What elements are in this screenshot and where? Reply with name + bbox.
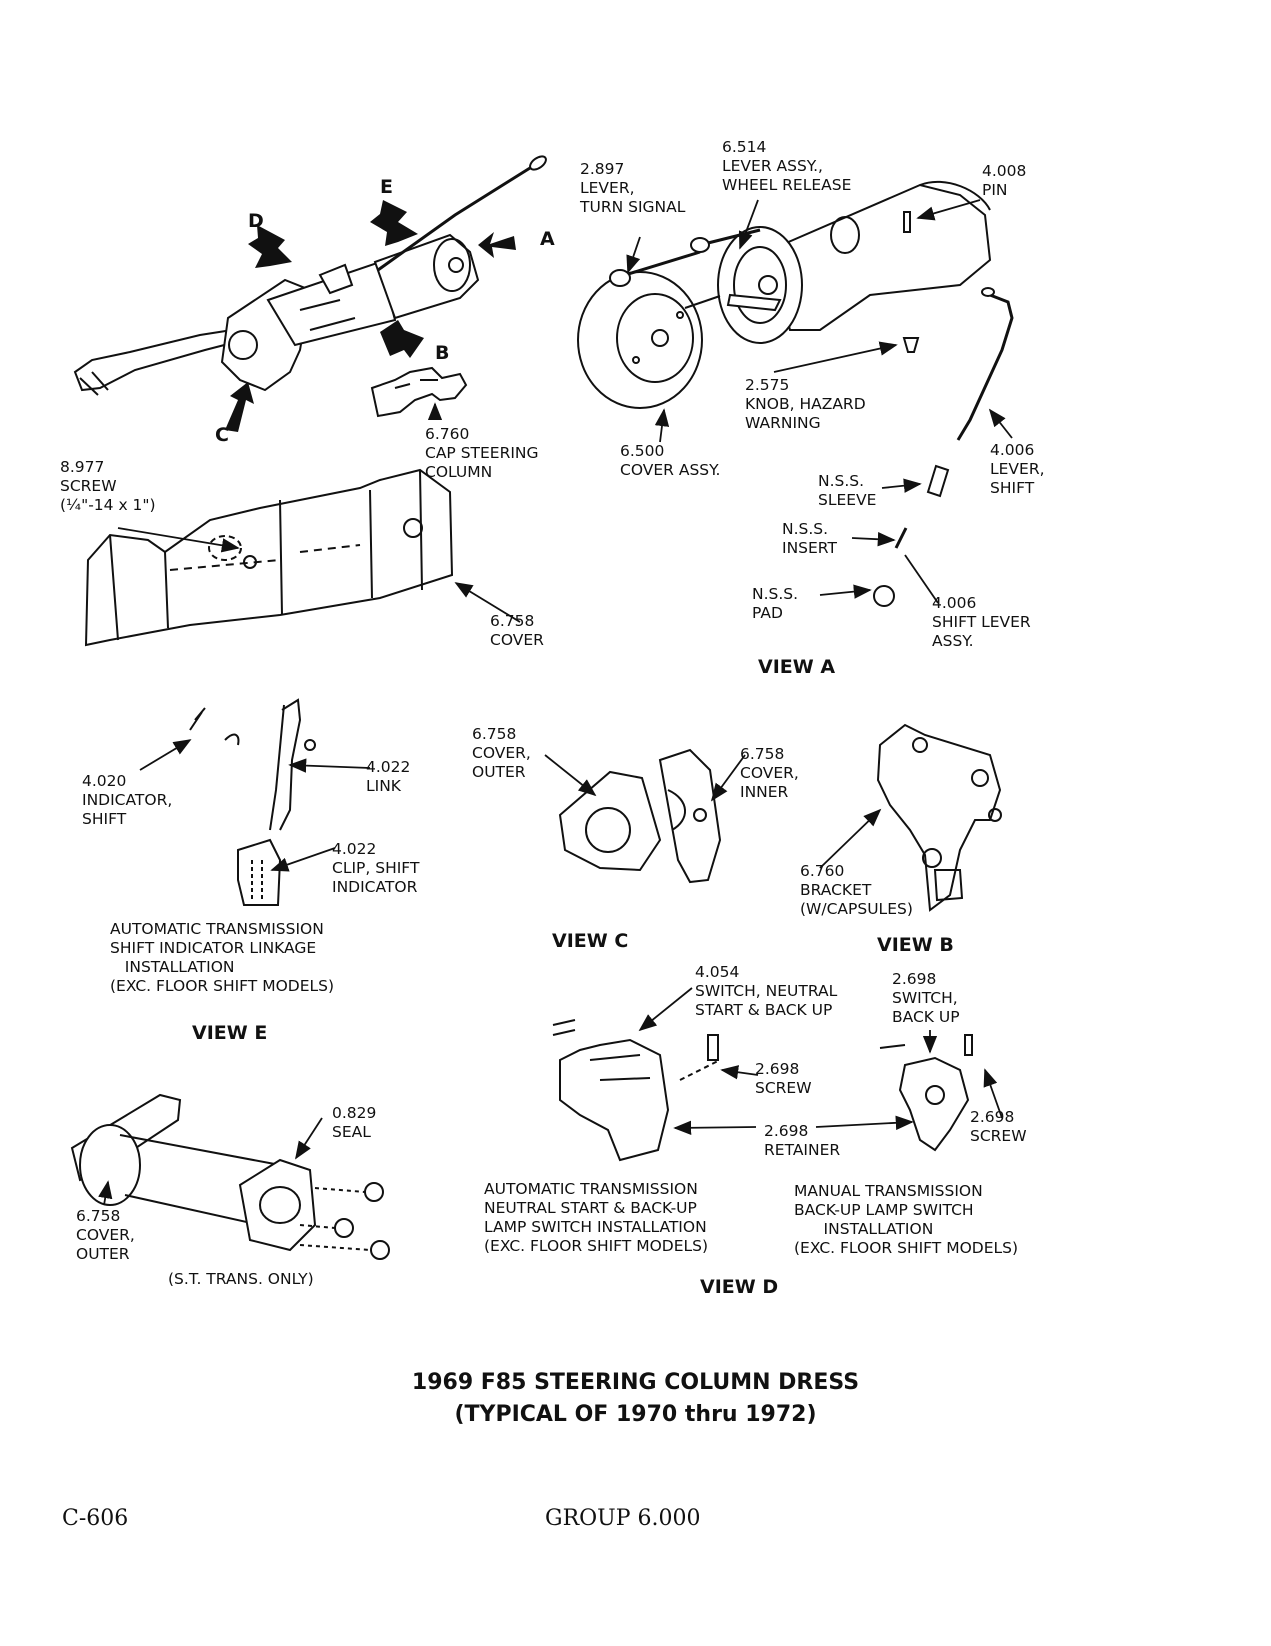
label-clip-text: CLIP, SHIFT INDICATOR <box>332 859 420 896</box>
label-screw-number: 8.977 <box>60 458 105 476</box>
label-backup-screw-text: SCREW <box>970 1127 1027 1145</box>
view-d-auto-switch <box>552 1019 721 1162</box>
label-seal-text: SEAL <box>332 1123 371 1141</box>
label-pin-text: PIN <box>982 181 1008 199</box>
label-cover-number: 6.758 <box>490 612 535 630</box>
label-turn-signal-text: LEVER, TURN SIGNAL <box>580 179 686 216</box>
label-indicator-number: 4.020 <box>82 772 127 790</box>
label-link-text: LINK <box>366 777 401 795</box>
label-clip-number: 4.022 <box>332 840 377 858</box>
group-number: GROUP 6.000 <box>545 1506 701 1531</box>
label-backup-switch-text: SWITCH, BACK UP <box>892 989 960 1026</box>
label-seal-number: 0.829 <box>332 1104 377 1122</box>
label-seal-outer-cover-text: COVER, OUTER <box>76 1226 135 1263</box>
steering-column-assembly <box>73 155 547 396</box>
label-sleeve-nss: N.S.S. <box>818 472 865 490</box>
label-screw-text: SCREW (¼"-14 x 1") <box>60 477 156 514</box>
lower-cover-panel <box>84 468 454 647</box>
label-neutral-switch-text: SWITCH, NEUTRAL START & BACK UP <box>695 982 838 1019</box>
label-shift-lever-number: 4.006 <box>990 441 1035 459</box>
label-d-screw-text: SCREW <box>755 1079 812 1097</box>
caption-view-c: VIEW C <box>552 930 629 952</box>
caption-auto-switch-installation: AUTOMATIC TRANSMISSION NEUTRAL START & B… <box>484 1180 709 1255</box>
label-inner-cover-number: 6.758 <box>740 745 785 763</box>
leader-lines <box>98 199 1013 1206</box>
label-cap-text: CAP STEERING COLUMN <box>425 444 539 481</box>
label-outer-cover-number: 6.758 <box>472 725 517 743</box>
label-indicator-text: INDICATOR, SHIFT <box>82 791 173 828</box>
label-insert-text: INSERT <box>782 539 837 557</box>
view-letter-b: B <box>435 342 450 364</box>
label-sleeve-text: SLEEVE <box>818 491 877 509</box>
diagram-title-line2: (TYPICAL OF 1970 thru 1972) <box>454 1402 817 1427</box>
label-insert-nss: N.S.S. <box>782 520 829 538</box>
caption-view-d: VIEW D <box>700 1276 779 1298</box>
label-wheel-release-text: LEVER ASSY., WHEEL RELEASE <box>722 157 852 194</box>
label-bracket-number: 6.760 <box>800 862 845 880</box>
view-letter-c: C <box>215 424 229 446</box>
label-pin-number: 4.008 <box>982 162 1027 180</box>
caption-view-e-description: AUTOMATIC TRANSMISSION SHIFT INDICATOR L… <box>110 920 335 995</box>
label-wheel-release-number: 6.514 <box>722 138 767 156</box>
view-b-bracket <box>876 723 1002 912</box>
label-cover-assy-text: COVER ASSY. <box>620 461 721 479</box>
view-d-manual-switch <box>879 1034 973 1152</box>
page-code: C-606 <box>62 1506 129 1531</box>
label-bracket-text: BRACKET (W/CAPSULES) <box>800 881 913 918</box>
label-turn-signal-number: 2.897 <box>580 160 625 178</box>
label-link-number: 4.022 <box>366 758 411 776</box>
seal-view-assembly <box>70 1093 390 1260</box>
label-backup-switch-number: 2.698 <box>892 970 937 988</box>
caption-manual-switch-installation: MANUAL TRANSMISSION BACK-UP LAMP SWITCH … <box>794 1182 1019 1257</box>
caption-view-b: VIEW B <box>877 934 954 956</box>
view-letter-e: E <box>380 176 393 198</box>
label-retainer-number: 2.698 <box>764 1122 809 1140</box>
view-letter-d: D <box>248 210 264 232</box>
view-c-covers <box>558 748 722 884</box>
label-backup-screw-number: 2.698 <box>970 1108 1015 1126</box>
caption-view-e: VIEW E <box>192 1022 268 1044</box>
label-pad-text: PAD <box>752 604 783 622</box>
view-letter-a: A <box>540 228 555 250</box>
label-outer-cover-text: COVER, OUTER <box>472 744 531 781</box>
label-cover-assy-number: 6.500 <box>620 442 665 460</box>
label-retainer-text: RETAINER <box>764 1141 841 1159</box>
label-pad-nss: N.S.S. <box>752 585 799 603</box>
steering-cap-part <box>370 366 468 418</box>
label-cap-number: 6.760 <box>425 425 470 443</box>
label-neutral-switch-number: 4.054 <box>695 963 740 981</box>
caption-st-trans-only: (S.T. TRANS. ONLY) <box>168 1270 314 1288</box>
label-shift-lever-assy-number: 4.006 <box>932 594 977 612</box>
view-e-linkage <box>189 698 316 906</box>
label-shift-lever-assy-text: SHIFT LEVER ASSY. <box>932 613 1031 650</box>
label-cover-text: COVER <box>490 631 544 649</box>
diagram-title-line1: 1969 F85 STEERING COLUMN DRESS <box>411 1370 860 1395</box>
label-shift-lever-text: LEVER, SHIFT <box>990 460 1045 497</box>
caption-view-a: VIEW A <box>758 656 836 678</box>
view-a-column-assembly <box>577 180 1014 607</box>
view-arrows <box>225 200 516 432</box>
label-seal-outer-cover-number: 6.758 <box>76 1207 121 1225</box>
label-inner-cover-text: COVER, INNER <box>740 764 799 801</box>
label-hazard-knob-number: 2.575 <box>745 376 790 394</box>
label-hazard-knob-text: KNOB, HAZARD WARNING <box>745 395 866 432</box>
label-d-screw-number: 2.698 <box>755 1060 800 1078</box>
